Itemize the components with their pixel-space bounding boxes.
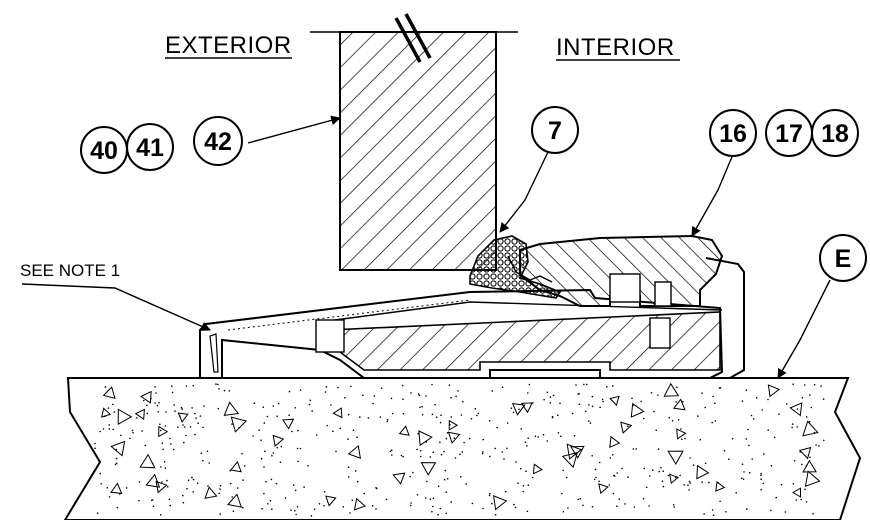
see-note-label: SEE NOTE 1 — [20, 261, 120, 280]
svg-text:E: E — [835, 245, 852, 273]
svg-text:41: 41 — [136, 134, 164, 162]
concrete-substrate — [63, 377, 862, 520]
svg-text:7: 7 — [548, 117, 562, 145]
callout-bubble-7: 7 — [531, 106, 579, 154]
callout-bubble-40: 40 — [80, 126, 128, 174]
svg-text:18: 18 — [821, 120, 849, 148]
svg-text:INTERIOR: INTERIOR — [556, 34, 675, 61]
callout-bubble-17: 17 — [765, 109, 813, 157]
svg-text:40: 40 — [90, 137, 118, 165]
door-slab — [310, 13, 518, 271]
callout-bubble-42: 42 — [193, 116, 243, 166]
bulb-seal — [469, 235, 562, 299]
svg-text:EXTERIOR: EXTERIOR — [165, 32, 292, 59]
exterior-heading: EXTERIOR — [165, 32, 292, 59]
callout-bubble-41: 41 — [126, 123, 174, 171]
callout-bubble-16: 16 — [709, 109, 757, 157]
threshold-cap — [519, 234, 745, 379]
callout-bubble-e: E — [819, 234, 867, 282]
interior-heading: INTERIOR — [556, 34, 680, 61]
callout-bubble-18: 18 — [811, 109, 859, 157]
svg-text:17: 17 — [775, 120, 803, 148]
leader-lines — [21, 115, 831, 379]
threshold-profile — [199, 288, 724, 379]
svg-text:16: 16 — [719, 120, 747, 148]
svg-text:42: 42 — [204, 128, 232, 156]
